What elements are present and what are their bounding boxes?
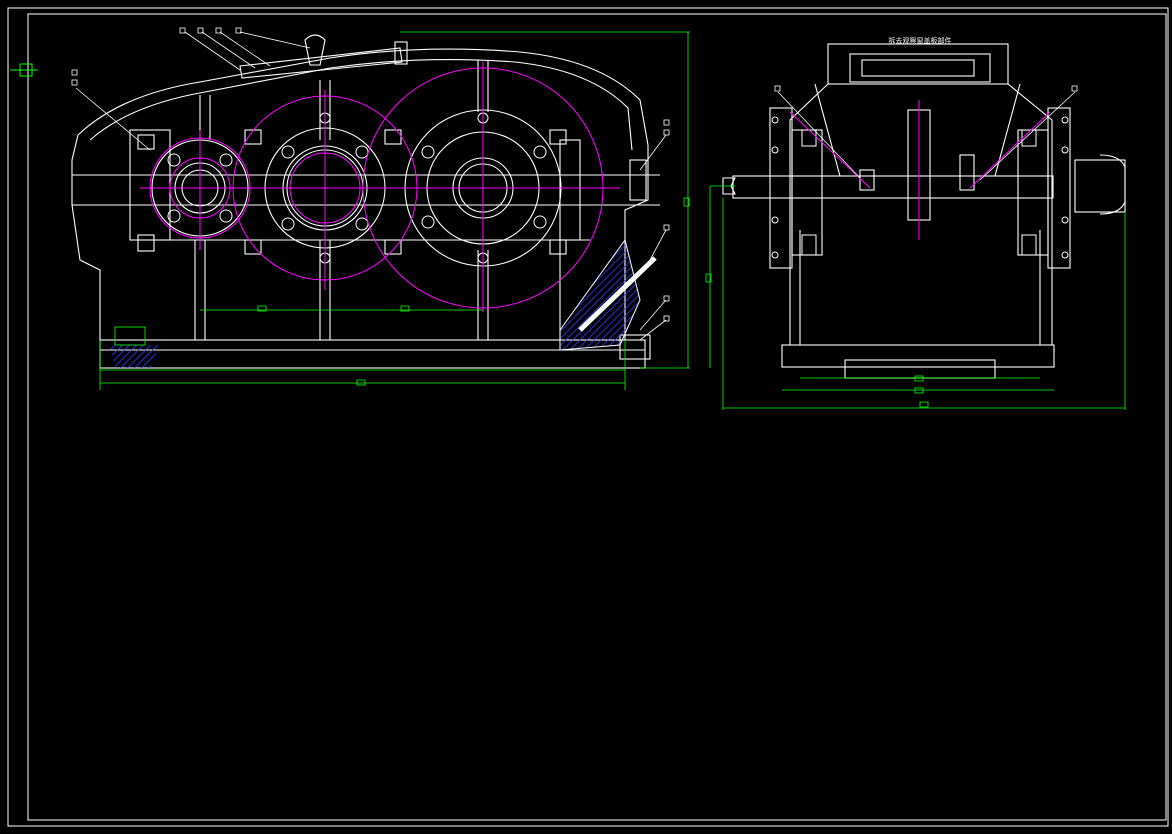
front-hatched-section [559,238,641,351]
side-leaders [774,85,1078,181]
front-dimensions [99,31,690,390]
side-dimensions [705,185,1126,410]
oil-dipstick [578,256,657,332]
sheet-frame [7,7,1169,827]
view-annotation: 拆去观察窗盖板部件 [888,37,952,45]
front-housing [71,34,660,369]
side-bolts [771,116,1069,259]
front-leaders [71,27,670,341]
front-bolts [167,112,547,264]
front-view [71,27,690,390]
side-housing [722,43,1126,379]
front-foot-hatch [110,345,160,368]
side-view [705,43,1126,410]
front-gear-pitch-circles [140,62,620,312]
side-centerlines [789,100,1051,240]
